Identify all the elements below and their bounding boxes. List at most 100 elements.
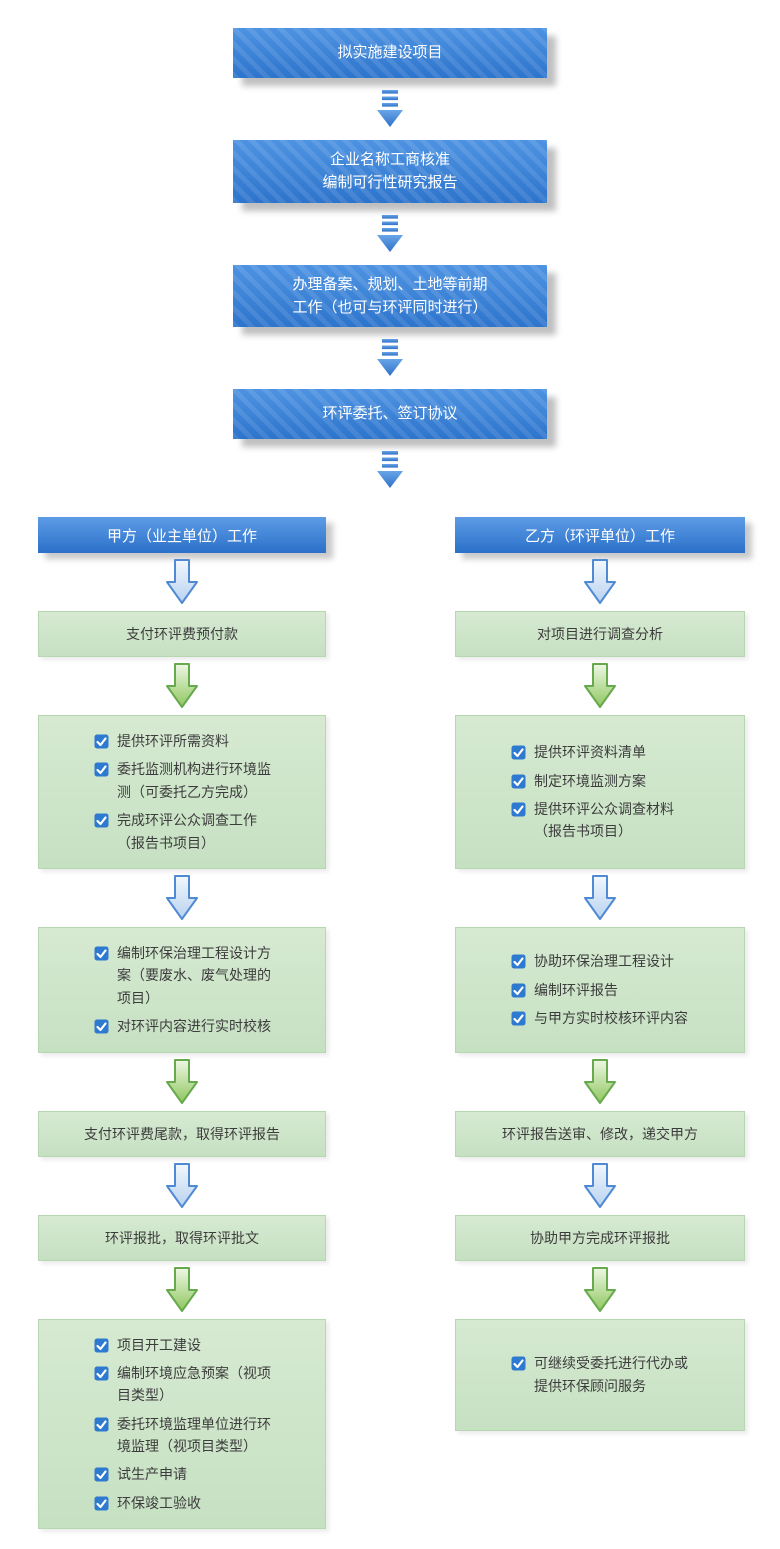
down-block-arrow-icon (455, 553, 745, 611)
down-block-arrow-icon (455, 657, 745, 715)
checkbox-icon (94, 1019, 109, 1034)
box-text: 拟实施建设项目 (337, 44, 443, 62)
check-item: 编制环保治理工程设计方案（要废水、废气处理的项目） (94, 942, 275, 1009)
down-arrow-icon (375, 87, 405, 131)
checkbox-icon (511, 1011, 526, 1026)
down-block-arrow-icon (38, 1053, 326, 1111)
down-arrow-icon (377, 214, 403, 252)
down-block-arrow-icon (166, 663, 198, 708)
checkbox-icon (511, 745, 526, 760)
checkbox-icon (511, 774, 526, 789)
box-report-review: 环评报告送审、修改，递交甲方 (455, 1110, 745, 1157)
check-item-text: 提供环评所需资料 (117, 733, 229, 749)
checkbox-icon (94, 813, 109, 828)
checkbox-icon (511, 954, 526, 969)
check-item: 环保竣工验收 (94, 1492, 275, 1514)
down-block-arrow-icon (38, 869, 326, 927)
down-block-arrow-icon (38, 553, 326, 611)
checkbox-icon (94, 1467, 109, 1482)
box-assist-approval: 协助甲方完成环评报批 (455, 1214, 745, 1261)
down-block-arrow-icon (166, 1162, 198, 1208)
checklist-assist-design: 协助环保治理工程设计 编制环评报告 与甲方实时校核环评内容 (455, 926, 745, 1053)
check-item-text: 提供环评资料清单 (534, 744, 646, 761)
checklist-owner-materials: 提供环评所需资料 委托监测机构进行环境监测（可委托乙方完成） 完成环评公众调查工… (38, 715, 326, 869)
checkbox-icon (94, 1366, 109, 1381)
two-column-flow: 甲方（业主单位）工作 乙方（环评单位）工作 支付环评费预付款 对项目进行调查分析 (0, 517, 780, 1530)
check-item: 完成环评公众调查工作（报告书项目） (94, 809, 275, 854)
box-project-investigation: 对项目进行调查分析 (455, 611, 745, 657)
box-eia-approval: 环评报批，取得环评批文 (38, 1214, 326, 1261)
box-text: 环评委托、签订协议 (322, 405, 458, 423)
check-item: 委托监测机构进行环境监测（可委托乙方完成） (94, 758, 275, 803)
checkbox-icon (94, 946, 109, 961)
down-block-arrow-icon (584, 874, 616, 920)
check-item-text: 编制环评报告 (534, 981, 618, 998)
down-block-arrow-icon (584, 663, 616, 708)
box-pay-balance: 支付环评费尾款，取得环评报告 (38, 1110, 326, 1157)
checklist-construction-phase: 项目开工建设 编制环境应急预案（视项目类型） 委托环境监理单位进行环境监理（视项… (38, 1318, 326, 1530)
check-item-text: 提供环评公众调查材料（报告书项目） (534, 800, 674, 840)
box-text: 办理备案、规划、土地等前期 (292, 275, 488, 293)
down-block-arrow-icon (455, 1157, 745, 1215)
down-block-arrow-icon (38, 657, 326, 715)
check-item-text: 可继续受委托进行代办或提供环保顾问服务 (534, 1355, 688, 1394)
header-party-a: 甲方（业主单位）工作 (38, 517, 326, 553)
checkbox-icon (94, 734, 109, 749)
checklist-treatment-design: 编制环保治理工程设计方案（要废水、废气处理的项目） 对环评内容进行实时校核 (38, 926, 326, 1053)
down-arrow-icon (377, 90, 403, 127)
down-block-arrow-icon (166, 874, 198, 920)
check-item: 可继续受委托进行代办或提供环保顾问服务 (511, 1352, 694, 1397)
check-item: 提供环评资料清单 (511, 741, 694, 763)
check-item: 提供环评所需资料 (94, 730, 275, 752)
box-pay-advance: 支付环评费预付款 (38, 611, 326, 657)
down-block-arrow-icon (166, 1266, 198, 1312)
check-item-text: 对环评内容进行实时校核 (117, 1018, 271, 1035)
down-block-arrow-icon (38, 1261, 326, 1319)
check-item-text: 试生产申请 (117, 1466, 187, 1483)
check-item: 与甲方实时校核环评内容 (511, 1007, 694, 1029)
check-item-text: 环保竣工验收 (117, 1494, 201, 1511)
checkbox-icon (94, 762, 109, 777)
down-arrow-icon (377, 451, 403, 488)
check-item: 委托环境监理单位进行环境监理（视项目类型） (94, 1413, 275, 1458)
box-business-name-approval: 企业名称工商核准 编制可行性研究报告 (233, 140, 547, 203)
header-party-b: 乙方（环评单位）工作 (455, 517, 745, 553)
check-item-text: 项目开工建设 (117, 1336, 201, 1353)
down-block-arrow-icon (455, 1261, 745, 1319)
down-block-arrow-icon (584, 1058, 616, 1104)
down-block-arrow-icon (166, 1058, 198, 1104)
down-arrow-icon (375, 448, 405, 492)
checkbox-icon (94, 1496, 109, 1511)
box-eia-commission: 环评委托、签订协议 (233, 389, 547, 439)
checklist-eia-material-list: 提供环评资料清单 制定环境监测方案 提供环评公众调查材料（报告书项目） (455, 715, 745, 869)
checklist-follow-up-services: 可继续受委托进行代办或提供环保顾问服务 (455, 1318, 745, 1431)
check-item-text: 完成环评公众调查工作（报告书项目） (117, 812, 257, 851)
down-block-arrow-icon (455, 869, 745, 927)
check-item-text: 委托环境监理单位进行环境监理（视项目类型） (117, 1415, 271, 1455)
check-item-text: 编制环境应急预案（视项目类型） (117, 1364, 271, 1404)
down-block-arrow-icon (584, 1162, 616, 1208)
down-block-arrow-icon (455, 1053, 745, 1111)
box-preliminary-work: 办理备案、规划、土地等前期 工作（也可与环评同时进行） (233, 265, 547, 328)
check-item: 对环评内容进行实时校核 (94, 1015, 275, 1037)
box-text: 编制可行性研究报告 (322, 174, 458, 192)
down-block-arrow-icon (584, 1266, 616, 1312)
checkbox-icon (94, 1338, 109, 1353)
check-item: 项目开工建设 (94, 1334, 275, 1356)
top-flow: 拟实施建设项目 企业名称工商核准 编制可行性研究报告 办理备案、规划、土地等 (0, 28, 780, 501)
check-item-text: 制定环境监测方案 (534, 772, 646, 789)
check-item-text: 协助环保治理工程设计 (534, 953, 674, 970)
check-item-text: 编制环保治理工程设计方案（要废水、废气处理的项目） (117, 944, 271, 1006)
checkbox-icon (94, 1417, 109, 1432)
box-text: 企业名称工商核准 (329, 151, 450, 168)
check-item: 试生产申请 (94, 1463, 275, 1485)
down-arrow-icon (375, 336, 405, 380)
checkbox-icon (511, 983, 526, 998)
checkbox-icon (511, 1356, 526, 1371)
box-text: 工作（也可与环评同时进行） (292, 298, 488, 316)
box-proposed-project: 拟实施建设项目 (233, 28, 547, 78)
check-item: 协助环保治理工程设计 (511, 950, 694, 972)
check-item: 提供环评公众调查材料（报告书项目） (511, 798, 694, 843)
check-item: 编制环境应急预案（视项目类型） (94, 1362, 275, 1407)
